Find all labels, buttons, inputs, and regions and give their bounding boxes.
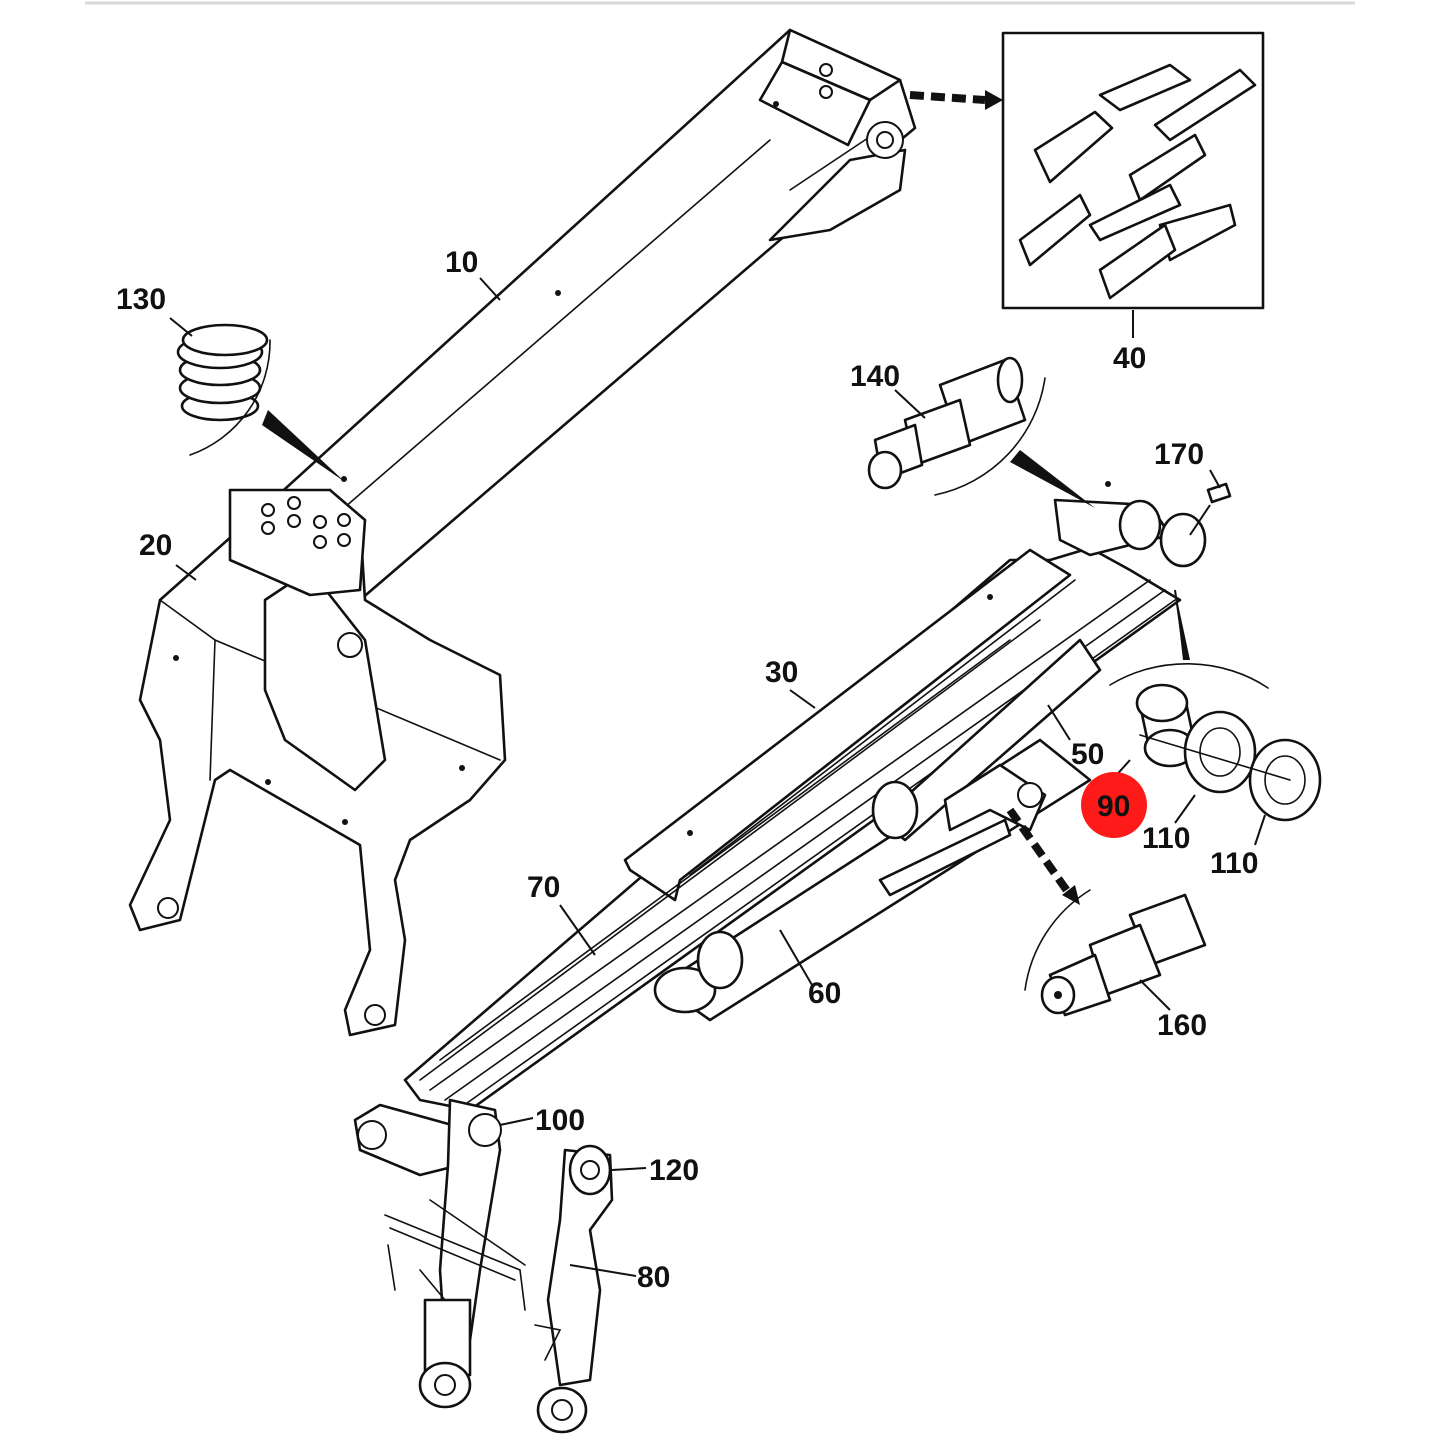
callout-10: 10 xyxy=(445,246,478,279)
leader-30 xyxy=(789,689,816,709)
leader-100 xyxy=(499,1117,534,1126)
callout-20: 20 xyxy=(139,529,172,562)
highlight-badge xyxy=(1081,772,1147,838)
boom-mount-frame xyxy=(128,488,507,1037)
leader-70 xyxy=(559,904,596,956)
leader-50 xyxy=(1047,704,1071,741)
leader-60 xyxy=(779,929,813,986)
callout-90: 90 xyxy=(1097,790,1130,823)
callout-70: 70 xyxy=(527,871,560,904)
callout-50: 50 xyxy=(1071,738,1104,771)
callout-100: 100 xyxy=(535,1104,585,1137)
leader-120 xyxy=(611,1167,647,1171)
lift-cylinders xyxy=(353,1098,614,1434)
callout-130: 130 xyxy=(116,283,166,316)
inner-boom-assembly xyxy=(403,481,1207,1112)
callout-30: 30 xyxy=(765,656,798,689)
valve-cartridge-140 xyxy=(867,356,1095,508)
callout-110-b: 110 xyxy=(1210,847,1258,880)
leader-80 xyxy=(569,1264,637,1277)
callout-60: 60 xyxy=(808,977,841,1010)
callout-160: 160 xyxy=(1157,1009,1207,1042)
callout-80: 80 xyxy=(637,1261,670,1294)
leader-20 xyxy=(175,564,197,581)
callout-170: 170 xyxy=(1154,438,1204,471)
valve-cartridge-160 xyxy=(1006,807,1207,1017)
callout-140: 140 xyxy=(850,360,900,393)
pin-part xyxy=(1189,469,1232,536)
callout-40: 40 xyxy=(1113,342,1146,375)
bushing-and-washers xyxy=(1109,589,1322,846)
callout-110-a: 110 xyxy=(1142,822,1190,855)
outer-boom xyxy=(218,28,917,602)
callout-120: 120 xyxy=(649,1154,699,1187)
leader-10 xyxy=(479,277,501,301)
plug-part xyxy=(169,317,345,482)
wear-pad-kit xyxy=(909,31,1265,338)
